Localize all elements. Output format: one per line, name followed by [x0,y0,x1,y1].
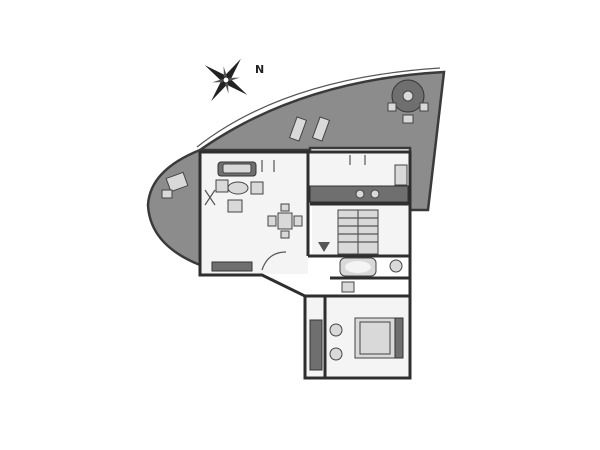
door-swing [261,160,275,172]
compass-rose-icon [204,58,248,102]
door-swing [349,155,366,165]
sofa [217,161,257,177]
terrace-rail [196,67,441,148]
compass-north-label: N [255,63,264,76]
coffee-table [227,181,249,195]
door-swing [204,189,216,206]
terrace-table [161,171,189,199]
terrace-west [146,148,202,267]
wardrobe [309,319,323,371]
washbasin [389,259,403,273]
dining-set [267,203,303,239]
bedroom-armchair [329,323,343,337]
staircase [337,209,379,255]
arrow-down-icon [318,242,330,252]
outer-walls [198,150,412,380]
kitchen-counter [309,164,409,203]
sun-loungers [288,116,331,142]
parasol-table [387,79,429,124]
bed [354,317,404,359]
door-swing [261,251,287,271]
bathtub [339,257,377,277]
bedroom-armchair [329,347,343,361]
toilet [341,281,355,293]
sideboard [211,261,253,272]
